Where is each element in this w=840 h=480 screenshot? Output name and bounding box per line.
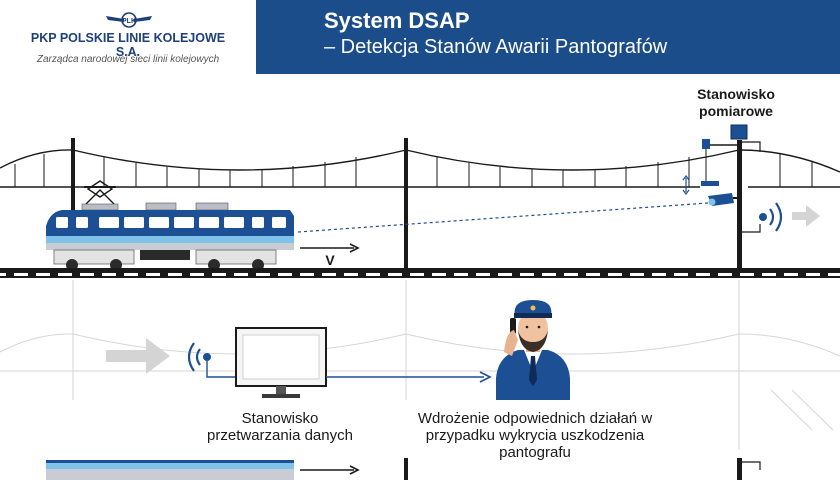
notify-arrow	[479, 371, 492, 383]
page-subtitle: – Detekcja Stanów Awarii Pantografów	[324, 36, 668, 58]
company-name: PKP POLSKIE LINIE KOLEJOWE S.A.	[30, 31, 226, 59]
incoming-data-arrow	[106, 338, 170, 374]
header-bar: System DSAP – Detekcja Stanów Awarii Pan…	[256, 0, 840, 74]
sensor-box-icon	[730, 124, 748, 140]
catenary-pole	[737, 140, 742, 272]
train-top	[45, 180, 295, 272]
railway-officer-icon	[496, 300, 570, 400]
railway-track	[0, 268, 840, 278]
logo: PLK PKP POLSKIE LINIE KOLEJOWE S.A. Zarz…	[0, 0, 256, 74]
catenary-system	[0, 138, 840, 272]
phone-icon	[510, 318, 516, 334]
action-label: Wdrożenie odpowiednich działań w przypad…	[417, 410, 653, 461]
data-flow-arrow	[792, 205, 820, 227]
wireless-receiver-icon	[187, 342, 211, 372]
page-title: System DSAP	[324, 8, 470, 33]
company-tagline: Zarządca narodowej sieci linii kolejowyc…	[36, 54, 220, 65]
train-bottom	[46, 458, 761, 480]
measurement-station-label: Stanowisko pomiarowe	[697, 86, 775, 119]
catenary-pole	[404, 138, 408, 272]
processing-station-label: Stanowisko przetwarzania danych	[207, 410, 353, 444]
wing-emblem-icon: PLK	[106, 12, 152, 28]
pantograph-icon	[86, 180, 114, 198]
measurement-station	[297, 124, 820, 233]
speed-arrow	[349, 243, 360, 253]
emblem-text: PLK	[122, 18, 136, 25]
laser-sensor-icon	[702, 139, 710, 149]
computer-monitor-icon	[235, 327, 327, 398]
wireless-transmitter-icon	[759, 202, 783, 232]
speed-label: V	[325, 252, 335, 268]
catenary-pole	[71, 138, 75, 272]
background-catenary	[0, 280, 840, 450]
